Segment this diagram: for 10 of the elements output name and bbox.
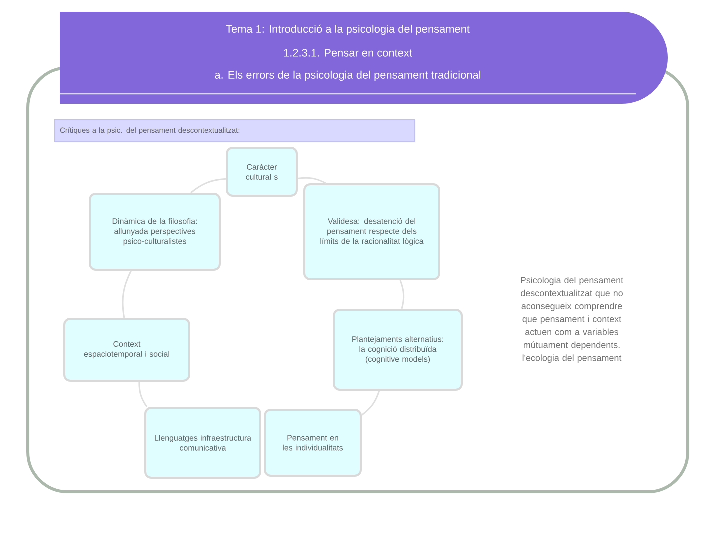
- subtitle: 1.2.3.1. Pensar en context: [284, 49, 412, 57]
- connector-line: [190, 178, 226, 194]
- subtitle: a. Els errors de la psicologia del pensament tradicional: [215, 70, 481, 82]
- connector-line: [400, 280, 405, 310]
- connector-line: [298, 177, 326, 184]
- connector-line: [138, 382, 148, 408]
- connector-line: [122, 270, 132, 318]
- connector-line: [362, 390, 380, 416]
- note-paragraph: Psicologia del pensament descontextualitzat que no aconsegueix comprendre que pensament i context actuen com a variables mútuament dependents. l'ecologia del pensament: [521, 276, 624, 364]
- title: Tema 1: Introducció a la psicologia del pensament: [226, 24, 470, 36]
